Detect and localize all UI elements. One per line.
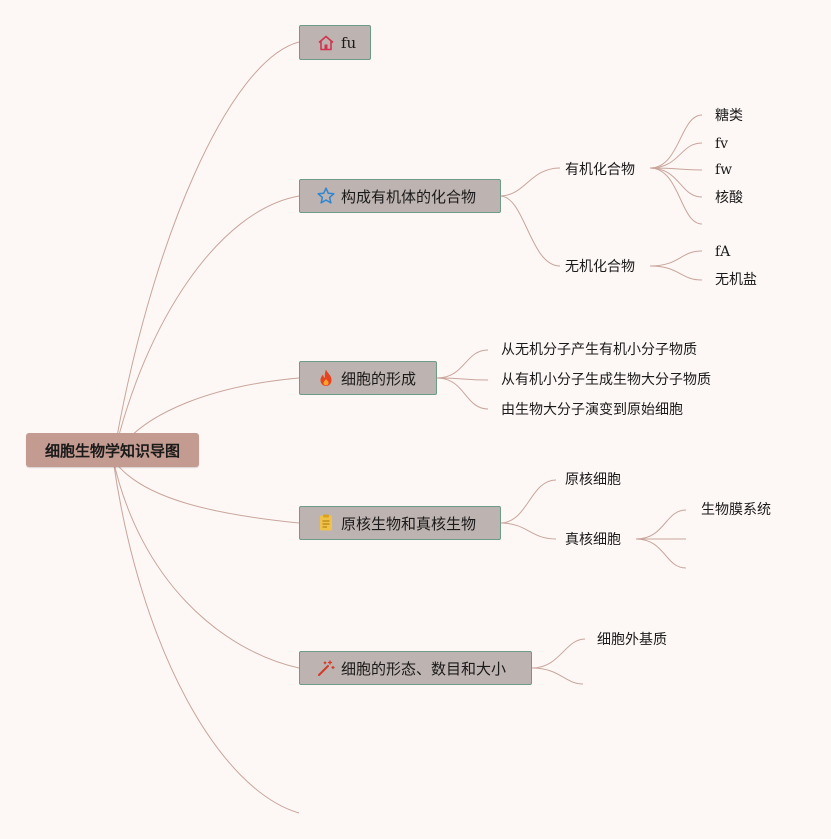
node-formation-step[interactable]: 从有机小分子生成生物大分子物质 [501, 372, 711, 388]
branch-label: 构成有机体的化合物 [341, 187, 477, 206]
node-organic-child[interactable]: 糖类 [715, 108, 743, 124]
connector-compounds-inorganic [499, 195, 561, 267]
branch-morphology[interactable]: 细胞的形态、数目和大小 [299, 651, 532, 685]
node-inorganic-child[interactable]: fA [715, 244, 731, 260]
branch-label: 细胞的形态、数目和大小 [341, 659, 507, 678]
connector-root-empty [112, 458, 300, 814]
node-eukaryotic-cell[interactable]: 真核细胞 [565, 532, 621, 548]
branch-prokaryote-eukaryote[interactable]: 原核生物和真核生物 [299, 506, 501, 540]
connector-compounds-organic [499, 167, 561, 197]
node-inorganic-compounds[interactable]: 无机化合物 [565, 259, 635, 275]
node-formation-step[interactable]: 从无机分子产生有机小分子物质 [501, 342, 697, 358]
root-node[interactable]: 细胞生物学知识导图 [26, 433, 199, 467]
home-icon [316, 33, 336, 53]
star-icon [316, 186, 336, 206]
branch-label: 原核生物和真核生物 [341, 514, 477, 533]
node-prokaryotic-cell[interactable]: 原核细胞 [565, 472, 621, 488]
branch-formation[interactable]: 细胞的形成 [299, 361, 437, 395]
connector-root-fu [112, 41, 300, 460]
branch-compounds[interactable]: 构成有机体的化合物 [299, 179, 501, 213]
connector-root-prokaryote [112, 458, 300, 524]
branch-label: 细胞的形成 [341, 369, 417, 388]
node-eukaryote-child[interactable]: 生物膜系统 [701, 502, 771, 518]
fire-icon [316, 368, 336, 388]
node-inorganic-child[interactable]: 无机盐 [715, 272, 757, 288]
node-morphology-child[interactable]: 细胞外基质 [597, 632, 667, 648]
branch-label: fu [341, 33, 357, 52]
node-organic-child[interactable]: 核酸 [715, 190, 743, 206]
magic-wand-icon [316, 658, 336, 678]
connector-root-compounds [112, 195, 300, 460]
document-icon [316, 513, 336, 533]
branch-fu[interactable]: fu [299, 25, 371, 60]
root-label: 细胞生物学知识导图 [44, 441, 180, 460]
connector-root-morphology [112, 458, 300, 669]
node-organic-child[interactable]: fw [715, 162, 733, 178]
node-organic-compounds[interactable]: 有机化合物 [565, 162, 635, 178]
node-organic-child[interactable]: fv [715, 136, 729, 152]
node-formation-step[interactable]: 由生物大分子演变到原始细胞 [501, 402, 683, 418]
